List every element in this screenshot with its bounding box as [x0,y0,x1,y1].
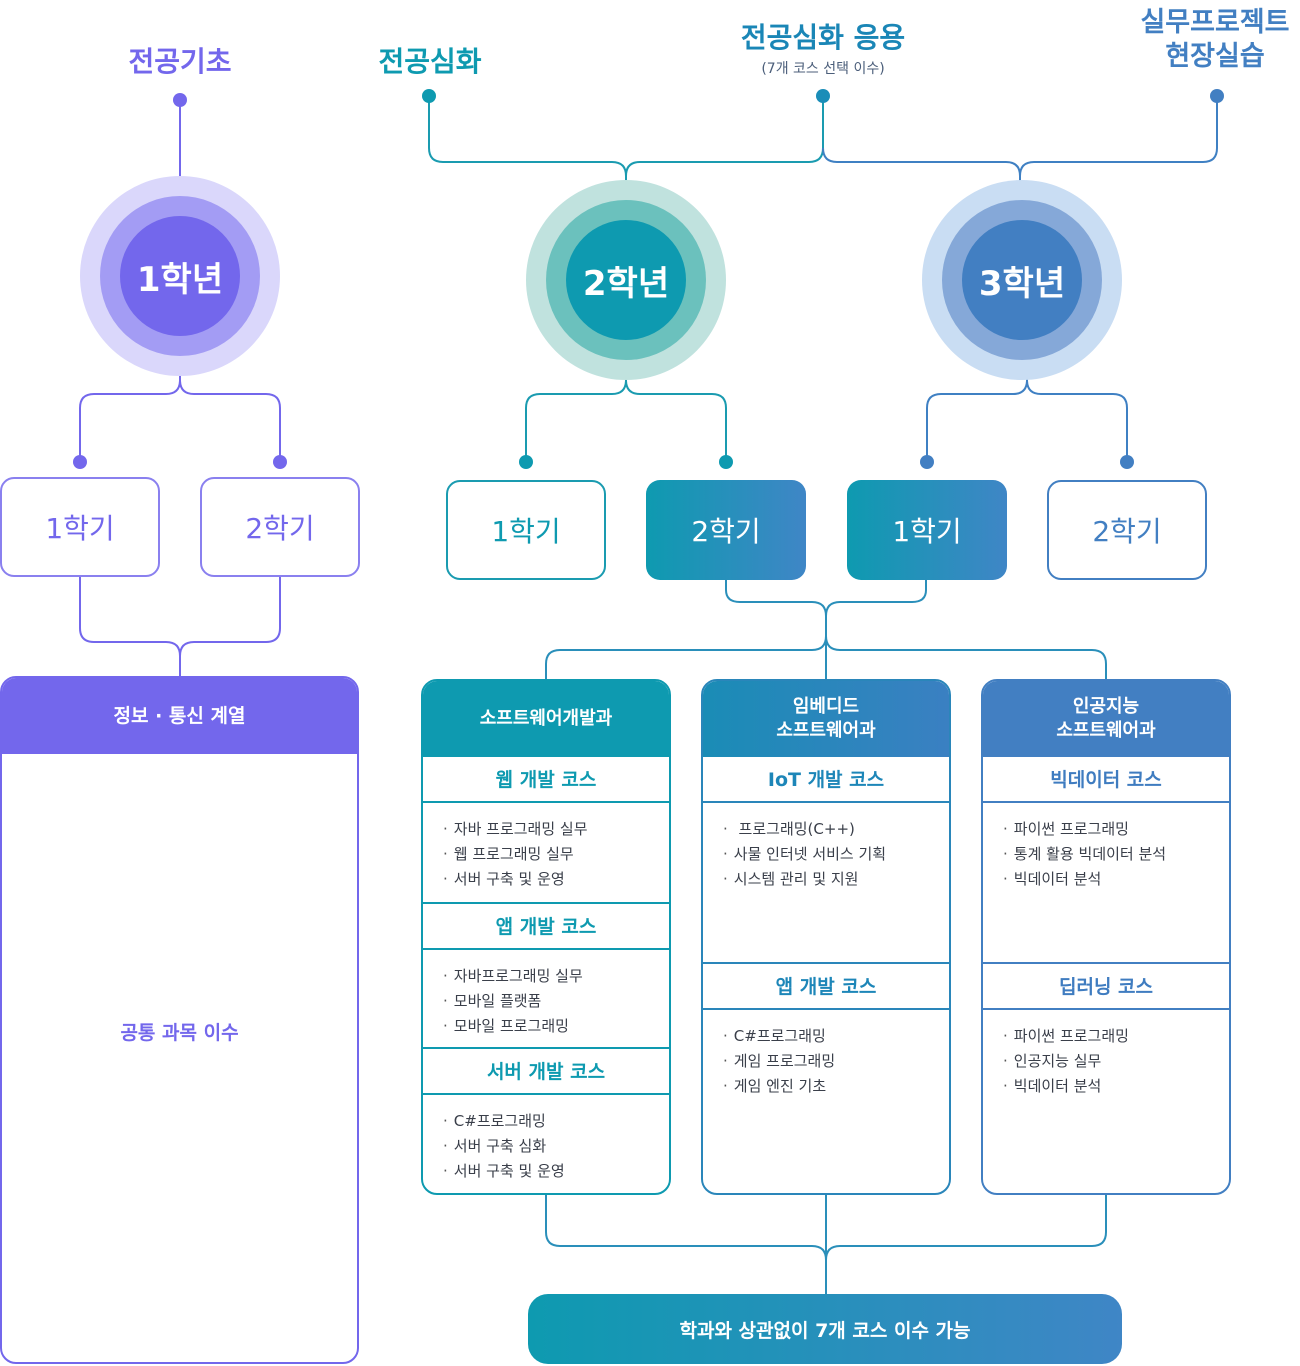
course-title: 앱 개발 코스 [423,904,669,950]
course-block: 빅데이터 코스 파이썬 프로그래밍 통계 활용 빅데이터 분석 빅데이터 분석 [983,757,1229,962]
list-item: 게임 프로그래밍 [723,1049,949,1074]
list-item: 프로그래밍(C++) [723,817,949,842]
dot-applied [816,89,830,103]
dot-advanced [422,89,436,103]
dot-foundation [173,93,187,107]
list-item: 빅데이터 분석 [1003,1074,1229,1099]
list-item: 사물 인터넷 서비스 기획 [723,842,949,867]
connector-advanced-year2 [428,96,627,200]
semester-y2-2: 2학기 [646,480,806,580]
list-item: C#프로그래밍 [443,1109,669,1134]
dot-practice [1210,89,1224,103]
dot-y3-s2 [1120,455,1134,469]
dot-y2-s2 [719,455,733,469]
connector-semesters-departments [545,578,1107,680]
year2-label: 2학년 [566,220,686,340]
course-title: 빅데이터 코스 [983,757,1229,803]
list-item: 모바일 플랫폼 [443,989,669,1014]
list-item: 자바 프로그래밍 실무 [443,817,669,842]
category-practice: 실무프로젝트 현장실습 [1140,7,1290,72]
department-name: 인공지능 소프트웨어과 [983,681,1229,757]
course-block: 딥러닝 코스 파이썬 프로그래밍 인공지능 실무 빅데이터 분석 [983,962,1229,1193]
category-applied: 전공심화 응용 [740,21,906,54]
list-item: 파이썬 프로그래밍 [1003,1024,1229,1049]
list-item: 모바일 프로그래밍 [443,1014,669,1039]
course-block: 앱 개발 코스 자바프로그래밍 실무 모바일 플랫폼 모바일 프로그래밍 [423,902,669,1047]
course-block: 서버 개발 코스 C#프로그래밍 서버 구축 심화 서버 구축 및 운영 [423,1047,669,1193]
dot-y1-s1 [73,455,87,469]
course-list: 파이썬 프로그래밍 인공지능 실무 빅데이터 분석 [983,1010,1229,1099]
course-title: 서버 개발 코스 [423,1049,669,1095]
connector-applied-year2 [625,96,824,177]
list-item: C#프로그래밍 [723,1024,949,1049]
connector-year2-semesters [525,355,727,460]
common-course-body: 공통 과목 이수 [120,1022,239,1044]
connector-practice-year3 [1019,96,1218,177]
course-list: C#프로그래밍 서버 구축 심화 서버 구축 및 운영 [423,1095,669,1184]
semester-y1-2: 2학기 [200,477,360,577]
dot-y2-s1 [519,455,533,469]
course-block: IoT 개발 코스 프로그래밍(C++) 사물 인터넷 서비스 기획 시스템 관… [703,757,949,962]
course-title: 웹 개발 코스 [423,757,669,803]
connector-semesters-common [79,576,281,678]
course-block: 앱 개발 코스 C#프로그래밍 게임 프로그래밍 게임 엔진 기초 [703,962,949,1193]
list-item: 인공지능 실무 [1003,1049,1229,1074]
semester-y2-1: 1학기 [446,480,606,580]
course-list: 프로그래밍(C++) 사물 인터넷 서비스 기획 시스템 관리 및 지원 [703,803,949,892]
department-name: 소프트웨어개발과 [423,681,669,757]
category-advanced: 전공심화 [378,45,482,78]
common-course-box: 정보 · 통신 계열 공통 과목 이수 [0,676,359,1364]
list-item: 통계 활용 빅데이터 분석 [1003,842,1229,867]
final-summary-bar: 학과와 상관없이 7개 코스 이수 가능 [528,1294,1122,1364]
dot-y1-s2 [273,455,287,469]
course-list: 자바프로그래밍 실무 모바일 플랫폼 모바일 프로그래밍 [423,950,669,1039]
semester-y3-1: 1학기 [847,480,1007,580]
list-item: 서버 구축 및 운영 [443,867,669,892]
common-course-title: 정보 · 통신 계열 [2,678,357,754]
course-title: 딥러닝 코스 [983,964,1229,1010]
list-item: 게임 엔진 기초 [723,1074,949,1099]
year3-label: 3학년 [962,220,1082,340]
connector-year1-semesters [79,350,281,460]
connector-departments-final [545,1194,1107,1294]
course-list: C#프로그래밍 게임 프로그래밍 게임 엔진 기초 [703,1010,949,1099]
department-ai: 인공지능 소프트웨어과 빅데이터 코스 파이썬 프로그래밍 통계 활용 빅데이터… [981,679,1231,1195]
list-item: 서버 구축 및 운영 [443,1159,669,1184]
course-title: IoT 개발 코스 [703,757,949,803]
list-item: 파이썬 프로그래밍 [1003,817,1229,842]
category-applied-sub: (7개 코스 선택 이수) [761,61,885,77]
list-item: 서버 구축 심화 [443,1134,669,1159]
year1-label: 1학년 [120,216,240,336]
connector-applied-year3 [822,147,1021,200]
list-item: 빅데이터 분석 [1003,867,1229,892]
course-block: 웹 개발 코스 자바 프로그래밍 실무 웹 프로그래밍 실무 서버 구축 및 운… [423,757,669,902]
course-list: 자바 프로그래밍 실무 웹 프로그래밍 실무 서버 구축 및 운영 [423,803,669,892]
category-foundation: 전공기초 [128,45,232,78]
semester-y1-1: 1학기 [0,477,160,577]
list-item: 자바프로그래밍 실무 [443,964,669,989]
semester-y3-2: 2학기 [1047,480,1207,580]
course-title: 앱 개발 코스 [703,964,949,1010]
course-list: 파이썬 프로그래밍 통계 활용 빅데이터 분석 빅데이터 분석 [983,803,1229,892]
connector-year3-semesters [926,355,1128,460]
list-item: 시스템 관리 및 지원 [723,867,949,892]
list-item: 웹 프로그래밍 실무 [443,842,669,867]
department-software: 소프트웨어개발과 웹 개발 코스 자바 프로그래밍 실무 웹 프로그래밍 실무 … [421,679,671,1195]
dot-y3-s1 [920,455,934,469]
department-name: 임베디드 소프트웨어과 [703,681,949,757]
department-embedded: 임베디드 소프트웨어과 IoT 개발 코스 프로그래밍(C++) 사물 인터넷 … [701,679,951,1195]
